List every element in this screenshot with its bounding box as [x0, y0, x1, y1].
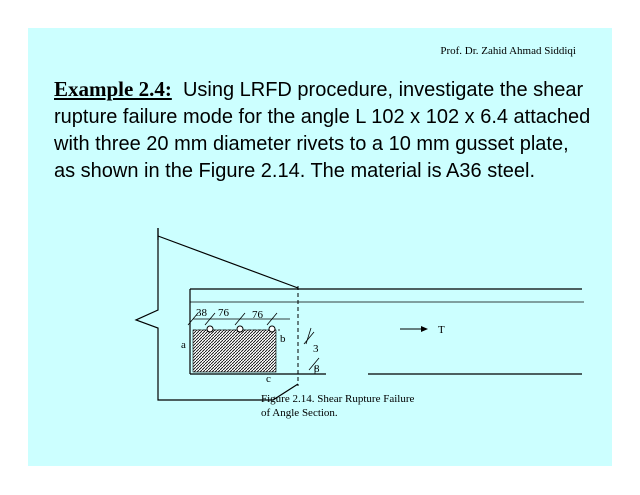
dim-76-first: 76	[218, 307, 230, 319]
tension-label: T	[438, 324, 445, 336]
example-label: Example 2.4:	[54, 77, 172, 101]
dim-38: 38	[196, 307, 208, 319]
rivet-3	[268, 325, 276, 333]
point-c-label: c	[266, 373, 271, 385]
caption-line-2: of Angle Section.	[261, 407, 338, 419]
fraction-denominator: 8	[314, 363, 320, 375]
tension-arrow	[400, 326, 428, 332]
author-name: Prof. Dr. Zahid Ahmad Siddiqi	[440, 45, 576, 57]
problem-statement: Example 2.4: Using LRFD procedure, inves…	[54, 76, 594, 185]
point-b-label: b	[280, 333, 286, 345]
figure-caption: Figure 2.14. Shear Rupture Failure of An…	[261, 392, 414, 420]
caption-line-1: Figure 2.14. Shear Rupture Failure	[261, 393, 415, 405]
dim-76-second: 76	[252, 309, 264, 321]
point-a-label: a	[181, 339, 186, 351]
figure-2-14: 38 76 76 a b c 3 8 T	[134, 228, 584, 401]
gusset-plate	[134, 228, 299, 401]
dimension-line	[187, 312, 320, 374]
slide: Prof. Dr. Zahid Ahmad Siddiqi Example 2.…	[28, 28, 612, 466]
fraction-numerator: 3	[313, 343, 319, 355]
rivet-1	[206, 325, 214, 333]
hatched-failure-area	[192, 329, 277, 373]
rivet-2	[236, 325, 244, 333]
example-text: Using LRFD procedure, investigate the sh…	[54, 79, 591, 182]
angle-section	[189, 288, 584, 375]
